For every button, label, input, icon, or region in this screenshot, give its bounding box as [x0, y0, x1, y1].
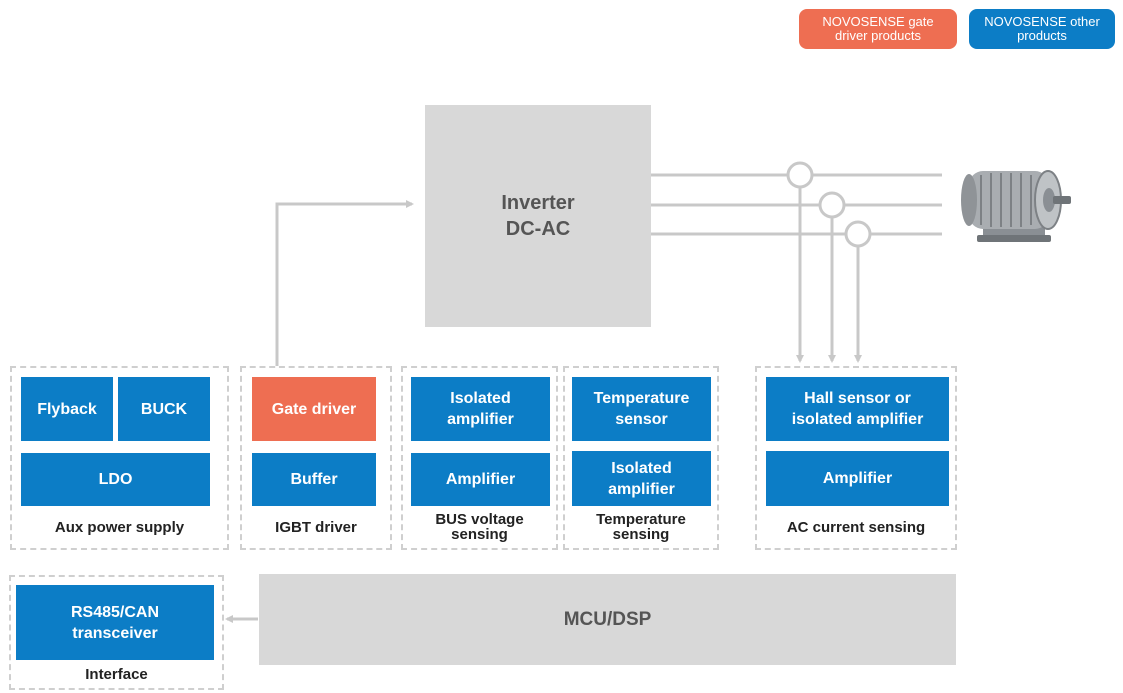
- current-sensor-ring-1: [786, 161, 814, 189]
- temp-isolated-amplifier-box: Isolated amplifier: [572, 451, 711, 506]
- electric-motor-icon: [961, 170, 1071, 242]
- group-bus-voltage-sensing: [401, 366, 558, 550]
- group-aux-power-supply: [10, 366, 229, 550]
- buck-box: BUCK: [118, 377, 210, 441]
- igbt-to-inverter-arrow: [275, 200, 414, 366]
- rs485-can-transceiver-box: RS485/CAN transceiver: [16, 585, 214, 660]
- mcu-dsp-block: MCU/DSP: [259, 574, 956, 665]
- inverter-block: Inverter DC-AC: [425, 105, 651, 327]
- buffer-box: Buffer: [252, 453, 376, 506]
- legend-other-products: NOVOSENSE other products: [969, 9, 1115, 49]
- ac-current-sensing-label: AC current sensing: [786, 519, 926, 536]
- bus-isolated-amplifier-box: Isolated amplifier: [411, 377, 550, 441]
- temperature-sensing-label: Temperature sensing: [596, 511, 686, 543]
- aux-power-supply-label: Aux power supply: [54, 519, 185, 536]
- legend-gate-driver-products: NOVOSENSE gate driver products: [799, 9, 957, 49]
- current-sensor-ring-3: [844, 220, 872, 248]
- bus-amplifier-box: Amplifier: [411, 453, 550, 506]
- current-sensor-ring-2: [818, 191, 846, 219]
- bus-voltage-sensing-label: BUS voltage sensing: [435, 511, 524, 543]
- gate-driver-box: Gate driver: [252, 377, 376, 441]
- temperature-sensor-box: Temperature sensor: [572, 377, 711, 441]
- ldo-box: LDO: [21, 453, 210, 506]
- igbt-driver-label: IGBT driver: [275, 519, 357, 536]
- ac-amplifier-box: Amplifier: [766, 451, 949, 506]
- hall-sensor-box: Hall sensor or isolated amplifier: [766, 377, 949, 441]
- flyback-box: Flyback: [21, 377, 113, 441]
- group-temperature-sensing: [563, 366, 719, 550]
- interface-label: Interface: [85, 666, 148, 683]
- group-ac-current-sensing: [755, 366, 957, 550]
- group-interface: [9, 575, 224, 690]
- group-igbt-driver: [240, 366, 392, 550]
